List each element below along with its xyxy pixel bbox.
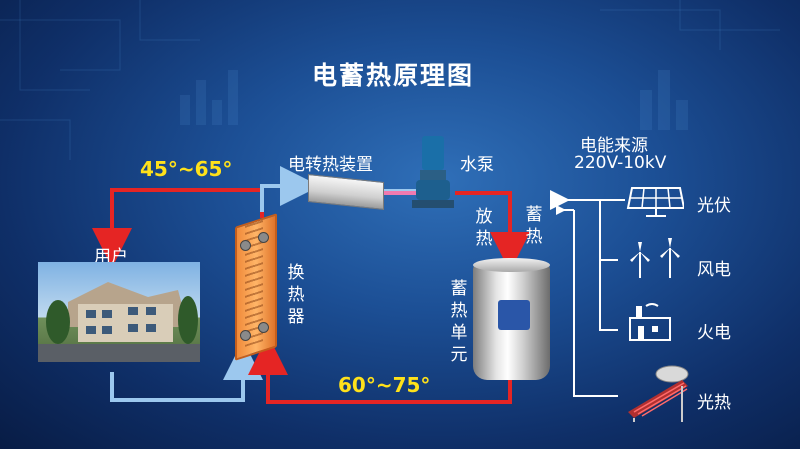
- storage-flow-label: 蓄热: [525, 205, 543, 247]
- diagram-title: 电蓄热原理图: [312, 61, 475, 90]
- exchanger-label: 换热器: [287, 263, 305, 327]
- source-wind-power: 风电: [697, 260, 731, 280]
- solar-thermal-icon: [628, 365, 689, 422]
- pump-to-tank-pipe: [455, 191, 530, 272]
- cold-return-pipe: [110, 340, 263, 402]
- solar-panel-icon: [626, 187, 684, 217]
- exchanger-to-heater-pipe: [260, 166, 320, 212]
- source-thermal-power: 火电: [697, 323, 731, 343]
- building-icon: [38, 282, 200, 362]
- supply-temperature: 45°~65°: [140, 157, 233, 181]
- wind-turbine-icon: [630, 238, 680, 278]
- building-image: [38, 262, 200, 362]
- power-source-voltage: 220V-10kV: [574, 153, 667, 173]
- discharge-label: 放热: [475, 207, 493, 249]
- source-solar-pv: 光伏: [697, 196, 731, 216]
- heater-label: 电转热装置: [288, 155, 373, 175]
- power-source-title: 电能来源: [580, 136, 648, 156]
- storage-tank-lid: [473, 258, 550, 272]
- bolt-icon: [240, 330, 251, 341]
- pump-icon: [412, 136, 454, 208]
- tank-to-exchanger-pipe: [248, 335, 512, 404]
- bolt-icon: [258, 322, 269, 333]
- return-temperature: 60°~75°: [338, 373, 431, 397]
- tank-label: 蓄热单元: [450, 279, 468, 365]
- bolt-icon: [258, 232, 269, 243]
- source-solar-thermal: 光热: [697, 393, 731, 413]
- bolt-icon: [240, 240, 251, 251]
- pump-label: 水泵: [460, 155, 494, 175]
- power-plant-icon: [629, 303, 671, 341]
- tank-logo-icon: [498, 300, 530, 330]
